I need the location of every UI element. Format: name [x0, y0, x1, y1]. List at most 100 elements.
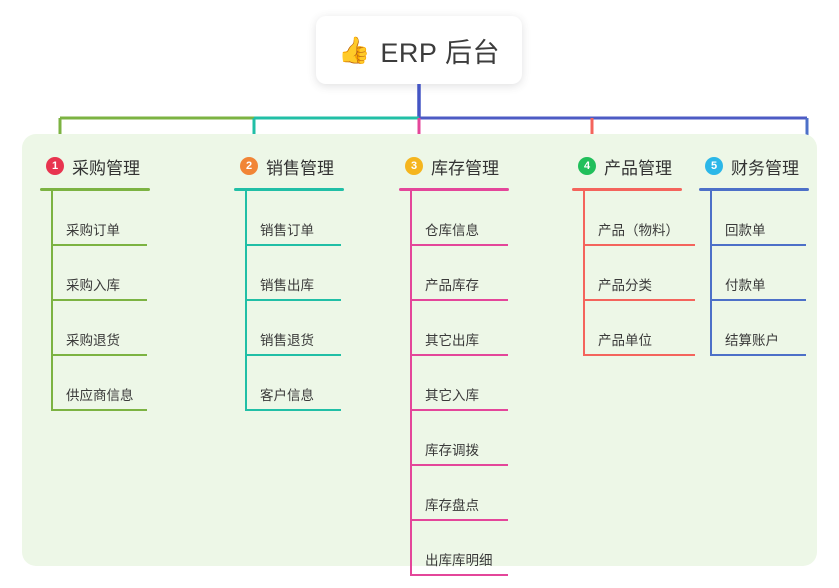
leaf-underline — [410, 354, 508, 356]
root-node-title: ERP 后台 — [380, 37, 500, 68]
branch-header-4[interactable]: 4 产品管理 — [570, 148, 682, 184]
leaf-item-label: 供应商信息 — [66, 388, 134, 403]
leaf-item-label: 产品分类 — [598, 278, 652, 293]
branch-column-3: 3 库存管理仓库信息产品库存其它出库其它入库库存调拨库存盘点出库库明细 — [397, 148, 509, 576]
leaf-underline — [583, 354, 695, 356]
root-node-card[interactable]: 👍 ERP 后台 — [316, 16, 522, 84]
leaf-item[interactable]: 库存盘点 — [397, 466, 509, 521]
leaf-item[interactable]: 销售出库 — [232, 246, 344, 301]
branch-header-5[interactable]: 5 财务管理 — [697, 148, 809, 184]
leaf-item-label: 出库库明细 — [425, 553, 493, 568]
branch-badge-1: 1 — [46, 157, 64, 175]
branches-panel — [22, 134, 817, 566]
branch-header-3[interactable]: 3 库存管理 — [397, 148, 509, 184]
branch-column-2: 2 销售管理销售订单销售出库销售退货客户信息 — [232, 148, 344, 411]
leaf-item-label: 销售退货 — [260, 333, 314, 348]
leaf-item-label: 采购退货 — [66, 333, 120, 348]
leaf-item[interactable]: 销售退货 — [232, 301, 344, 356]
branch-badge-3: 3 — [405, 157, 423, 175]
leaf-underline — [410, 244, 508, 246]
leaf-item[interactable]: 库存调拨 — [397, 411, 509, 466]
leaf-item[interactable]: 产品库存 — [397, 246, 509, 301]
leaf-spine-2 — [245, 191, 247, 411]
leaf-item[interactable]: 付款单 — [697, 246, 809, 301]
leaf-underline — [245, 354, 341, 356]
branch-column-5: 5 财务管理回款单付款单结算账户 — [697, 148, 809, 356]
leaf-spine-1 — [51, 191, 53, 411]
leaf-item[interactable]: 出库库明细 — [397, 521, 509, 576]
leaf-underline — [710, 299, 806, 301]
leaf-item-label: 销售订单 — [260, 223, 314, 238]
leaf-underline — [410, 574, 508, 576]
leaf-item-label: 库存调拨 — [425, 443, 479, 458]
leaf-underline — [51, 299, 147, 301]
leaf-item[interactable]: 回款单 — [697, 191, 809, 246]
leaf-underline — [51, 409, 147, 411]
leaf-item-label: 库存盘点 — [425, 498, 479, 513]
leaf-underline — [410, 464, 508, 466]
leaf-item-label: 结算账户 — [725, 333, 779, 348]
leaf-item[interactable]: 客户信息 — [232, 356, 344, 411]
leaf-item-label: 销售出库 — [260, 278, 314, 293]
leaf-item[interactable]: 销售订单 — [232, 191, 344, 246]
branch-rule-5 — [699, 188, 809, 191]
leaf-underline — [51, 354, 147, 356]
leaf-item-label: 客户信息 — [260, 388, 314, 403]
leaf-spine-5 — [710, 191, 712, 356]
leaf-item-label: 产品（物料） — [598, 223, 679, 238]
branch-badge-5: 5 — [705, 157, 723, 175]
leaf-underline — [583, 299, 695, 301]
branch-column-4: 4 产品管理产品（物料） 产品分类产品单位 — [570, 148, 695, 356]
leaf-item[interactable]: 采购订单 — [38, 191, 150, 246]
leaf-underline — [245, 409, 341, 411]
branch-badge-4: 4 — [578, 157, 596, 175]
leaf-item[interactable]: 采购退货 — [38, 301, 150, 356]
branch-rule-1 — [40, 188, 150, 191]
leaf-list-4: 产品（物料） 产品分类产品单位 — [570, 191, 695, 356]
leaf-item[interactable]: 其它出库 — [397, 301, 509, 356]
leaf-spine-4 — [583, 191, 585, 356]
leaf-item-label: 其它出库 — [425, 333, 479, 348]
leaf-item-label: 采购入库 — [66, 278, 120, 293]
branch-label-5: 财务管理 — [731, 158, 799, 178]
leaf-item-label: 其它入库 — [425, 388, 479, 403]
leaf-underline — [51, 244, 147, 246]
leaf-item[interactable]: 产品单位 — [570, 301, 695, 356]
leaf-item-label: 产品库存 — [425, 278, 479, 293]
leaf-list-5: 回款单付款单结算账户 — [697, 191, 809, 356]
branch-rule-2 — [234, 188, 344, 191]
leaf-list-3: 仓库信息产品库存其它出库其它入库库存调拨库存盘点出库库明细 — [397, 191, 509, 576]
leaf-underline — [410, 299, 508, 301]
branch-label-3: 库存管理 — [431, 158, 499, 178]
leaf-underline — [583, 244, 695, 246]
leaf-item[interactable]: 采购入库 — [38, 246, 150, 301]
leaf-underline — [245, 244, 341, 246]
branch-label-1: 采购管理 — [72, 158, 140, 178]
branch-rule-4 — [572, 188, 682, 191]
thumbs-up-icon: 👍 — [338, 35, 371, 65]
branch-rule-3 — [399, 188, 509, 191]
branch-badge-2: 2 — [240, 157, 258, 175]
branch-label-4: 产品管理 — [604, 158, 672, 178]
leaf-spine-3 — [410, 191, 412, 576]
leaf-underline — [710, 354, 806, 356]
branch-label-2: 销售管理 — [266, 158, 334, 178]
leaf-list-2: 销售订单销售出库销售退货客户信息 — [232, 191, 344, 411]
leaf-item-label: 回款单 — [725, 223, 766, 238]
leaf-underline — [410, 519, 508, 521]
leaf-item[interactable]: 仓库信息 — [397, 191, 509, 246]
leaf-item[interactable]: 产品分类 — [570, 246, 695, 301]
leaf-item[interactable]: 结算账户 — [697, 301, 809, 356]
leaf-underline — [245, 299, 341, 301]
leaf-item[interactable]: 供应商信息 — [38, 356, 150, 411]
branch-header-2[interactable]: 2 销售管理 — [232, 148, 344, 184]
branch-header-1[interactable]: 1 采购管理 — [38, 148, 150, 184]
leaf-item-label: 采购订单 — [66, 223, 120, 238]
leaf-item[interactable]: 其它入库 — [397, 356, 509, 411]
leaf-item[interactable]: 产品（物料） — [570, 191, 695, 246]
leaf-list-1: 采购订单采购入库采购退货供应商信息 — [38, 191, 150, 411]
leaf-underline — [710, 244, 806, 246]
leaf-item-label: 产品单位 — [598, 333, 652, 348]
branch-column-1: 1 采购管理采购订单采购入库采购退货供应商信息 — [38, 148, 150, 411]
leaf-item-label: 仓库信息 — [425, 223, 479, 238]
